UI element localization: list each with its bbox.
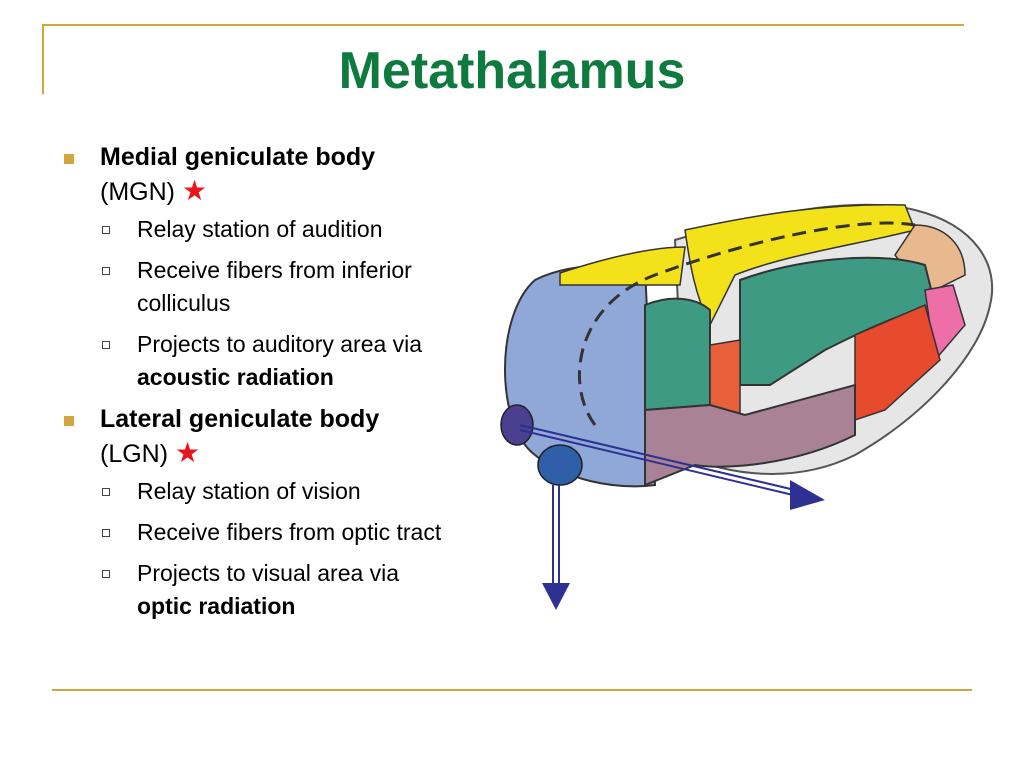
sub-list-lgn: Relay station of vision Receive fibers f… [60,475,500,623]
sub-item: Receive fibers from inferior colliculus [60,254,500,320]
bullet-square-icon [64,154,74,164]
thalamus-illustration [500,203,994,610]
sub-bold-text: optic radiation [137,593,296,619]
sub-item: Relay station of vision [60,475,500,508]
hollow-square-icon [102,570,110,578]
sub-item: Relay station of audition [60,213,500,246]
frame-top-line [42,24,964,26]
bullet-abbr: (LGN) [100,440,169,468]
hollow-square-icon [102,529,110,537]
mauve-region [644,383,856,487]
slide-content: Medial geniculate body (MGN) ★ Relay sta… [60,140,500,631]
sub-text: Relay station of audition [137,216,383,242]
sub-item: Projects to visual area via optic radiat… [60,557,500,623]
sub-text: Relay station of vision [137,478,361,504]
hollow-square-icon [102,226,110,234]
frame-left-line [42,24,44,94]
mgn-spot [500,404,534,446]
sub-bold-text: acoustic radiation [137,364,334,390]
bullet-lgn: Lateral geniculate body (LGN) ★ [60,402,500,471]
red-star-icon: ★ [175,437,201,468]
hollow-square-icon [102,267,110,275]
sub-list-mgn: Relay station of audition Receive fibers… [60,213,500,394]
slide-title: Metathalamus [338,42,686,100]
teal-region-right [739,256,937,386]
sub-item: Receive fibers from optic tract [60,516,500,549]
red-star-icon: ★ [181,175,208,206]
sub-text: Receive fibers from inferior colliculus [137,257,412,316]
sub-text: Projects to visual area via [137,560,400,586]
frame-bottom-line [52,689,972,691]
teal-region-left [644,297,711,412]
sub-text: Projects to auditory area via [137,331,423,357]
hollow-square-icon [102,341,110,349]
hollow-square-icon [102,488,110,496]
bullet-square-icon [64,416,74,426]
yellow-region-top [684,204,917,327]
bullet-mgn: Medial geniculate body (MGN) ★ [60,140,500,209]
acoustic-arrow-head [790,480,825,510]
bullet-heading: Medial geniculate body [100,143,376,171]
optic-arrow-head [542,583,570,610]
sub-text: Receive fibers from optic tract [137,519,442,545]
lgn-spot [537,444,583,486]
sub-item: Projects to auditory area via acoustic r… [60,328,500,394]
yellow-region-left [559,246,686,286]
bullet-abbr: (MGN) [100,178,175,206]
dashed-outline [577,221,916,426]
bullet-heading: Lateral geniculate body [100,405,380,433]
